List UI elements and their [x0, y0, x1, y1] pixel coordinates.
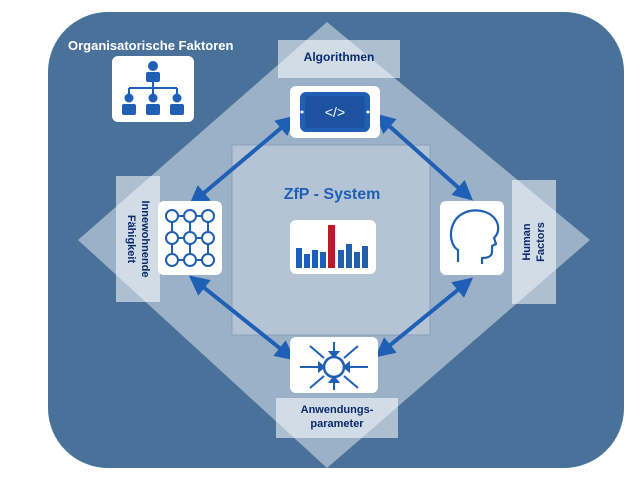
- arrow-inherent-application: [188, 275, 296, 361]
- application-label: Anwendungs- parameter: [276, 403, 398, 431]
- application-label-line1: Anwendungs-: [300, 404, 374, 416]
- human-factors-label-line2: Factors: [535, 222, 547, 262]
- org-chart-icon: [112, 56, 194, 122]
- arrow-algorithms-inherent: [188, 115, 297, 206]
- code-glyph: </>: [324, 104, 346, 120]
- application-label-box: [276, 398, 398, 438]
- head-profile-icon: [440, 201, 504, 275]
- application-label-line2: parameter: [310, 418, 364, 430]
- inherent-label-line1: Innewohnende: [139, 200, 151, 278]
- arrow-algorithms-human: [375, 113, 473, 201]
- arrow-human-application: [374, 277, 474, 358]
- inherent-label: Innewohnende Fähigkeit: [124, 201, 152, 278]
- human-factors-label-box: [512, 180, 556, 304]
- arrows-converging-icon: [290, 337, 378, 393]
- org-factors-label: Organisatorische Faktoren: [68, 38, 234, 53]
- human-factors-label: Human Factors: [520, 222, 548, 262]
- algorithms-label: Algorithmen: [303, 50, 375, 64]
- bar-chart-icon: [290, 220, 376, 274]
- human-factors-label-line1: Human: [521, 223, 533, 261]
- node-grid-icon: [158, 201, 222, 275]
- algorithms-label-box: [278, 40, 400, 78]
- system-title: ZfP - System: [283, 186, 381, 203]
- inherent-label-box: [116, 176, 160, 302]
- code-tablet-icon: [290, 86, 380, 138]
- inherent-label-line2: Fähigkeit: [125, 214, 137, 264]
